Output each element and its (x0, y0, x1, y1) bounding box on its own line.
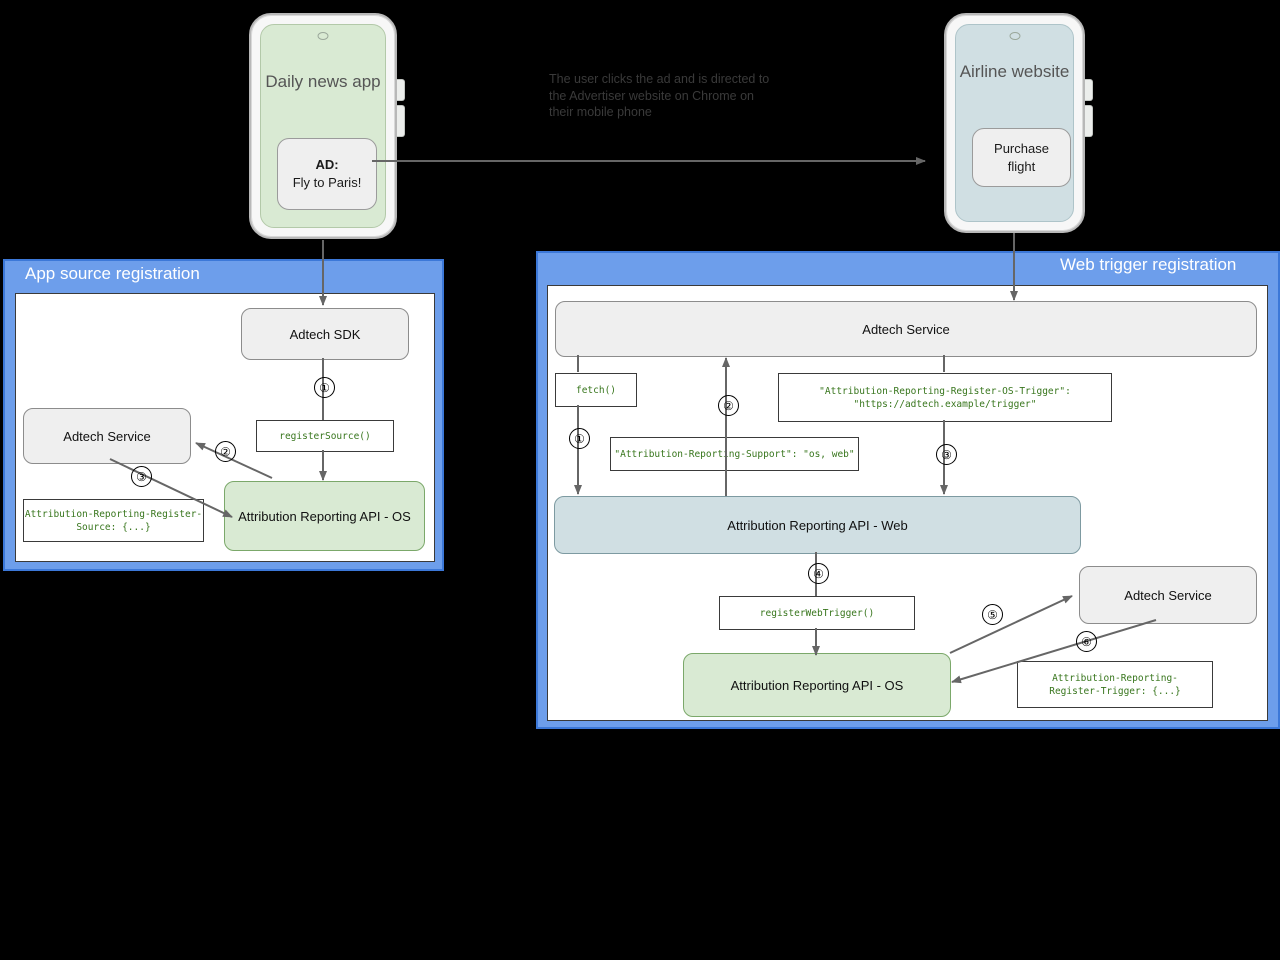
step-badge-3-left: ③ (131, 466, 152, 487)
phone-side-button-bottom (397, 105, 405, 137)
phone-side-button-bottom-right (1085, 105, 1093, 137)
codebox-register-source: registerSource() (256, 420, 394, 452)
node-adtech-sdk[interactable]: Adtech SDK (241, 308, 409, 360)
node-attribution-api-web[interactable]: Attribution Reporting API - Web (554, 496, 1081, 554)
step-badge-1-right: ① (569, 428, 590, 449)
panel-app-source-title: App source registration (25, 264, 200, 283)
step-badge-1-left: ① (314, 377, 335, 398)
codebox-os-trigger-header: "Attribution-Reporting-Register-OS-Trigg… (778, 373, 1112, 422)
daily-news-app-title: Daily news app (265, 72, 381, 91)
node-adtech-service-left[interactable]: Adtech Service (23, 408, 191, 464)
codebox-register-trigger-header: Attribution-Reporting- Register-Trigger:… (1017, 661, 1213, 708)
purchase-flight-card[interactable]: Purchase flight (972, 128, 1071, 187)
phone-side-button-top-right (1085, 79, 1093, 101)
phone-airline-website: Airline website Purchase flight (944, 13, 1093, 233)
step-badge-3-right: ③ (936, 444, 957, 465)
node-adtech-service-right[interactable]: Adtech Service (1079, 566, 1257, 624)
phone-side-button-top (397, 79, 405, 101)
flight-label: flight (1007, 158, 1036, 174)
camera-notch-icon (317, 32, 329, 40)
phone-screen-daily-news: Daily news app AD: Fly to Paris! (260, 24, 386, 228)
node-adtech-service-top-right[interactable]: Adtech Service (555, 301, 1257, 357)
airline-website-title: Airline website (959, 62, 1070, 81)
ad-card[interactable]: AD: Fly to Paris! (277, 138, 377, 210)
codebox-support-header: "Attribution-Reporting-Support": "os, we… (610, 437, 859, 471)
node-attribution-api-os-left[interactable]: Attribution Reporting API - OS (224, 481, 425, 551)
panel-web-trigger-title: Web trigger registration (1060, 255, 1237, 274)
ad-text: Fly to Paris! (292, 175, 362, 190)
codebox-register-web-trigger: registerWebTrigger() (719, 596, 915, 630)
step-badge-5-right: ⑤ (982, 604, 1003, 625)
purchase-label: Purchase (994, 140, 1049, 156)
codebox-register-source-header: Attribution-Reporting-Register- Source: … (23, 499, 204, 542)
codebox-fetch: fetch() (555, 373, 637, 407)
step-badge-6-right: ⑥ (1076, 631, 1097, 652)
step-badge-2-left: ② (215, 441, 236, 462)
camera-notch-icon-right (1009, 32, 1020, 40)
step-badge-4-right: ④ (808, 563, 829, 584)
ad-label: AD: (315, 157, 339, 172)
flow-annotation-text: The user clicks the ad and is directed t… (549, 72, 770, 119)
step-badge-2-right: ② (718, 395, 739, 416)
phone-screen-airline: Airline website Purchase flight (955, 24, 1074, 222)
node-attribution-api-os-right[interactable]: Attribution Reporting API - OS (683, 653, 951, 717)
phone-daily-news: Daily news app AD: Fly to Paris! (249, 13, 405, 239)
